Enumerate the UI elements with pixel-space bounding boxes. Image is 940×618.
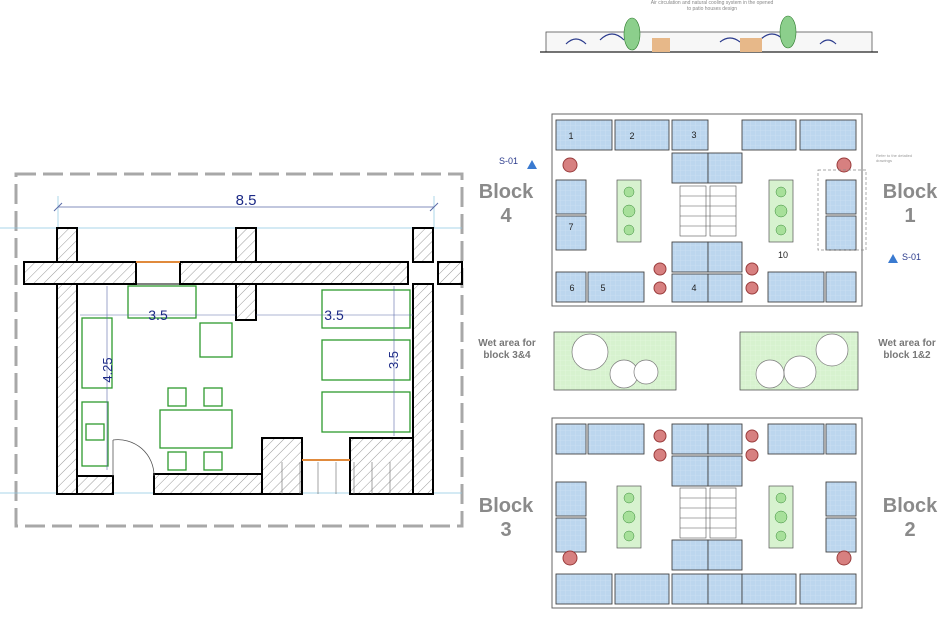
garden-trees xyxy=(622,186,788,542)
unit-number: 10 xyxy=(778,250,788,260)
wet-area-label-3-4: Wet area for block 3&4 xyxy=(478,338,536,361)
unit-number: 5 xyxy=(600,283,605,293)
wet-area-trees xyxy=(571,333,849,389)
unit-floor-plan xyxy=(0,172,464,528)
block-number: 2 xyxy=(904,519,916,541)
door-swing xyxy=(112,439,155,477)
block-word: Block xyxy=(882,181,938,203)
site-plan xyxy=(527,113,898,609)
plan-frame xyxy=(14,172,464,528)
depth-dim-right: 3.5 xyxy=(386,351,401,369)
block-word: Block xyxy=(478,181,534,203)
block-word: Block xyxy=(478,495,534,517)
entrance-markers xyxy=(562,157,852,566)
block-1-label: Block 1 xyxy=(875,180,940,228)
unit-number: 6 xyxy=(569,283,574,293)
block-3-label: Block 3 xyxy=(471,494,541,542)
detail-reference-box xyxy=(817,169,867,251)
depth-dim-left: 4.25 xyxy=(100,357,115,382)
block-number: 3 xyxy=(500,519,512,541)
section-marker-left: S-01 xyxy=(499,156,519,166)
block-number: 1 xyxy=(904,205,916,227)
room-width-left: 3.5 xyxy=(148,307,168,323)
block-4-label: Block 4 xyxy=(471,180,541,228)
upper-units xyxy=(555,119,857,303)
lower-units xyxy=(555,423,857,605)
room-width-right: 3.5 xyxy=(324,307,344,323)
section-elevation xyxy=(540,15,878,53)
site-stairs xyxy=(679,185,737,539)
section-trees xyxy=(623,15,797,51)
inner-dimension-lines xyxy=(80,286,413,470)
block-2-label: Block 2 xyxy=(875,494,940,542)
overall-width-dim: 8.5 xyxy=(236,192,257,209)
section-triangle-b xyxy=(888,254,898,263)
unit-number: 4 xyxy=(691,283,696,293)
unit-number: 2 xyxy=(629,131,634,141)
unit-number: 1 xyxy=(568,131,573,141)
wet-area-label-1-2: Wet area for block 1&2 xyxy=(878,338,936,361)
section-triangle-a xyxy=(527,160,537,169)
section-caption: Air circulation and natural cooling syst… xyxy=(650,0,774,12)
section-marker-right: S-01 xyxy=(902,252,922,262)
plan-walls xyxy=(23,227,463,495)
entrance-steps xyxy=(281,462,391,494)
furniture xyxy=(81,285,411,471)
block-number: 4 xyxy=(500,205,512,227)
unit-number-labels: 1 2 3 7 6 5 4 10 xyxy=(568,130,788,293)
detail-reference-note: Refer to the detailed drawings xyxy=(876,153,913,163)
block-word: Block xyxy=(882,495,938,517)
unit-number: 3 xyxy=(691,130,696,140)
unit-number: 7 xyxy=(568,222,573,232)
plan-dimension-text: 8.5 3.5 3.5 4.25 3.5 xyxy=(100,192,401,383)
